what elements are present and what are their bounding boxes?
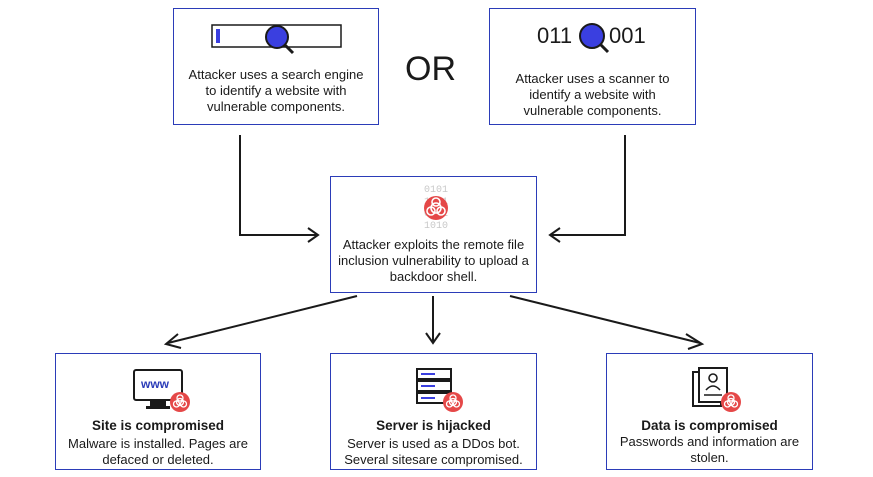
scanner-text: Attacker uses a scanner to identify a we… xyxy=(515,71,670,118)
biohazard-binary-icon: 0101110101011010 xyxy=(423,185,448,232)
binary-right: 001 xyxy=(609,23,646,48)
document-id-icon xyxy=(692,367,741,412)
exploit-box: 0101110101011010 Attacker exploits the r… xyxy=(330,176,537,293)
arrow-right-to-center xyxy=(552,135,626,236)
data-compromised-text: Passwords and information are stolen. xyxy=(619,434,800,465)
exploit-text: Attacker exploits the remote file inclus… xyxy=(338,237,529,284)
server-icon xyxy=(416,368,463,412)
site-compromised-title: Site is compromised xyxy=(91,418,225,433)
or-label: OR xyxy=(405,50,456,88)
magnifier-icon xyxy=(579,23,610,54)
arrow-left-to-center xyxy=(239,135,316,236)
server-hijacked-text: Server is used as a DDos bot. Several si… xyxy=(344,436,523,467)
binary-left: 011 xyxy=(537,23,573,48)
site-compromised-box: www Site is compromised Malware is insta… xyxy=(55,353,261,470)
www-label: www xyxy=(141,377,170,391)
biohazard-icon xyxy=(424,196,448,220)
server-hijacked-box: Server is hijacked Server is used as a D… xyxy=(330,353,537,470)
arrow-center-to-left xyxy=(167,295,358,344)
scanner-icon: 011 001 xyxy=(537,21,657,57)
search-engine-box: Attacker uses a search engine to identif… xyxy=(173,8,379,125)
scanner-box: 011 001 Attacker uses a scanner to ident… xyxy=(489,8,696,125)
site-compromised-text: Malware is installed. Pages are defaced … xyxy=(68,436,248,467)
data-compromised-box: Data is compromised Passwords and inform… xyxy=(606,353,813,470)
data-compromised-title: Data is compromised xyxy=(641,418,778,433)
monitor-icon: www xyxy=(132,368,192,414)
search-bar-icon xyxy=(211,24,342,55)
arrow-center-to-right xyxy=(509,295,701,344)
server-hijacked-title: Server is hijacked xyxy=(376,418,491,433)
search-engine-text: Attacker uses a search engine to identif… xyxy=(188,67,364,114)
